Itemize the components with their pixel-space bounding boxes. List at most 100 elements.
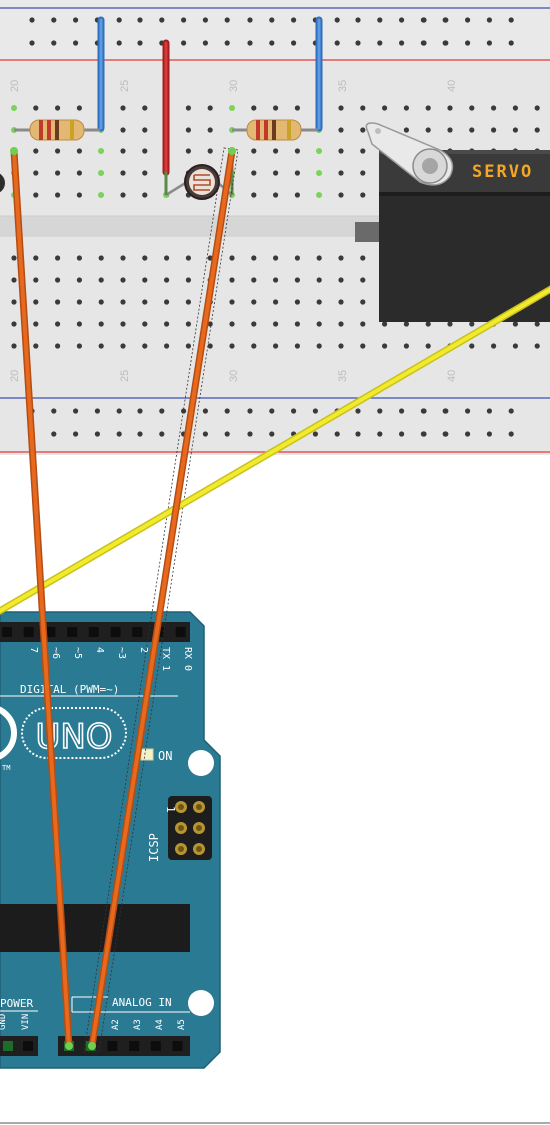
resistor-left[interactable]	[14, 119, 100, 141]
active-hole	[316, 192, 322, 198]
rail-hole	[116, 40, 122, 46]
breadboard-hole	[294, 277, 300, 283]
breadboard-hole	[360, 343, 366, 349]
arduino-uno-board[interactable]: 7 ~6 ~5 4 ~3 2 TX 1 RX 0 DIGITAL (PWM=~)…	[0, 611, 221, 1069]
yellow-wire[interactable]	[0, 285, 550, 615]
orange-wire-right[interactable]	[88, 147, 236, 1050]
breadboard-hole	[251, 255, 257, 261]
on-label: ON	[158, 749, 172, 763]
rail-hole	[269, 408, 275, 414]
digital-pwm-label: DIGITAL (PWM=~)	[20, 683, 119, 696]
breadboard-hole	[142, 192, 148, 198]
breadboard-hole	[360, 127, 366, 133]
rail-hole	[443, 431, 449, 437]
icsp-pin-core	[196, 846, 202, 852]
breadboard-hole	[76, 148, 82, 154]
breadboard-hole	[120, 170, 126, 176]
breadboard-hole	[338, 192, 344, 198]
breadboard-hole	[294, 105, 300, 111]
active-hole	[229, 105, 235, 111]
rail-hole	[137, 17, 143, 23]
icsp-pin-core	[178, 825, 184, 831]
rail-hole	[73, 408, 79, 414]
rail-hole	[399, 40, 405, 46]
breadboard-hole	[185, 299, 191, 305]
breadboard-hole	[55, 299, 61, 305]
breadboard-hole	[360, 255, 366, 261]
icsp-header[interactable]	[168, 796, 212, 860]
rail-hole	[202, 17, 208, 23]
breadboard-hole	[360, 299, 366, 305]
breadboard-hole	[512, 343, 519, 349]
digital-pin-socket	[175, 627, 186, 637]
column-number-40-top: 40	[446, 80, 458, 92]
breadboard-hole	[251, 321, 257, 327]
breadboard-hole	[11, 321, 17, 327]
breadboard-hole	[491, 127, 497, 133]
power-pin-label-gnd: GND	[0, 1014, 8, 1030]
breadboard-hole	[185, 105, 191, 111]
rail-hole	[312, 431, 318, 437]
servo-mount-tab	[355, 222, 385, 242]
breadboard-hole	[294, 299, 300, 305]
servo-horn[interactable]	[365, 122, 454, 186]
breadboard-hole	[120, 277, 126, 283]
rail-hole	[159, 431, 165, 437]
breadboard-hole	[229, 277, 235, 283]
power-led	[140, 748, 154, 761]
servo-motor[interactable]: SERVO	[355, 122, 550, 322]
rail-hole	[486, 408, 492, 414]
partial-component-left	[0, 173, 5, 193]
breadboard-hole	[403, 105, 409, 111]
digital-pin-labels: 7 ~6 ~5 4 ~3 2 TX 1 RX 0	[28, 647, 193, 671]
breadboard-hole	[273, 170, 279, 176]
orange-wire-left[interactable]	[10, 147, 73, 1050]
breadboard-hole	[120, 105, 126, 111]
breadboard-hole	[251, 299, 257, 305]
breadboard-hole	[142, 170, 148, 176]
rail-hole	[181, 408, 187, 414]
power-header[interactable]	[0, 1036, 38, 1056]
breadboard-hole	[338, 170, 344, 176]
wire-end-left-top	[10, 147, 18, 155]
breadboard-hole	[76, 277, 82, 283]
breadboard-hole	[447, 105, 453, 111]
breadboard-hole	[360, 148, 366, 154]
breadboard-hole	[33, 105, 39, 111]
rail-hole	[224, 408, 230, 414]
rail-hole	[202, 40, 208, 46]
digital-pin-label-4: 4	[94, 647, 105, 653]
power-label: POWER	[0, 997, 33, 1010]
breadboard-hole	[469, 343, 475, 349]
breadboard-hole	[120, 255, 126, 261]
arduino-pcb	[0, 611, 221, 1069]
breadboard-hole	[338, 277, 344, 283]
breadboard-hole	[273, 148, 279, 154]
breadboard-hole	[207, 105, 213, 111]
breadboard-hole	[55, 343, 61, 349]
breadboard-hole	[534, 105, 540, 111]
digital-header[interactable]	[0, 622, 190, 642]
breadboard-hole	[512, 321, 519, 327]
breadboard-hole	[251, 277, 257, 283]
breadboard-hole	[11, 299, 17, 305]
breadboard-hole	[164, 299, 170, 305]
resistor-right[interactable]	[232, 119, 318, 141]
breadboard-hole	[98, 343, 104, 349]
digital-pin-socket	[23, 627, 34, 637]
rail-hole	[159, 408, 165, 414]
breadboard-hole	[33, 255, 39, 261]
rail-hole	[247, 17, 253, 23]
breadboard-hole	[251, 192, 257, 198]
rail-hole	[355, 408, 361, 414]
rail-hole	[508, 17, 514, 23]
rail-hole	[116, 431, 122, 437]
breadboard-hole	[120, 192, 126, 198]
rail-hole	[508, 40, 514, 46]
rail-hole	[334, 431, 340, 437]
analog-header[interactable]	[58, 1036, 190, 1056]
rail-hole	[137, 40, 143, 46]
column-number-20-bottom: 20	[9, 370, 21, 382]
breadboard-hole	[273, 192, 279, 198]
digital-pin-label-tx: TX 1	[160, 647, 171, 671]
